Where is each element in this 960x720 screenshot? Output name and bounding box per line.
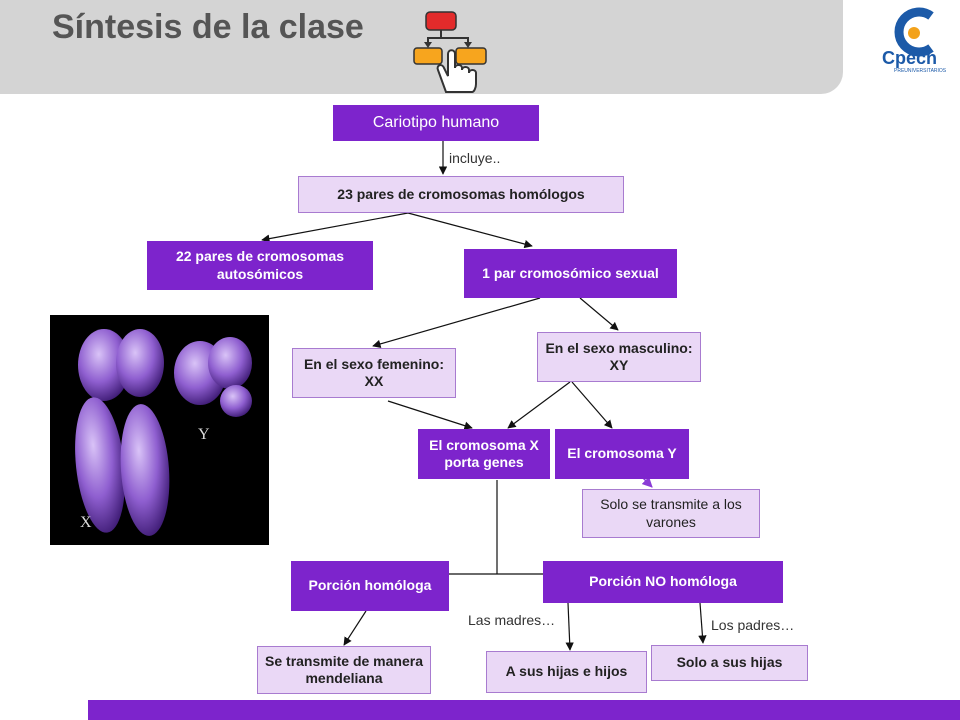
node-homologous: Porción homóloga <box>291 561 449 611</box>
footer-accent-bar <box>88 700 960 720</box>
edge-male-x <box>507 381 571 429</box>
node-23-pairs: 23 pares de cromosomas homólogos <box>298 176 624 213</box>
node-mothers-result: A sus hijas e hijos <box>486 651 647 693</box>
header-bar <box>0 0 843 94</box>
chromosome-photo: Y X <box>50 315 269 545</box>
node-male-xy: En el sexo masculino: XY <box>537 332 701 382</box>
edge-pairs-sexual <box>407 212 533 249</box>
node-cariotipo-humano: Cariotipo humano <box>333 105 539 141</box>
node-y-note: Solo se transmite a los varones <box>582 489 760 538</box>
edge-pairs-autosomal <box>261 212 409 243</box>
chromosome-illustration: Y X <box>75 329 252 536</box>
node-chromosome-y: El cromosoma Y <box>555 429 689 479</box>
edge-label-mothers: Las madres… <box>468 612 556 628</box>
node-sexual-pair: 1 par cromosómico sexual <box>464 249 677 298</box>
edge-sexual-male <box>579 297 619 331</box>
node-autosomal: 22 pares de cromosomas autosómicos <box>147 241 373 290</box>
edge-y-note <box>641 476 653 488</box>
logo-tagline-text: PREUNIVERSITARIOS <box>894 68 947 74</box>
cpech-logo: Cpech PREUNIVERSITARIOS <box>882 7 947 74</box>
edge-label-includes: incluye.. <box>449 150 501 166</box>
edge-homologous-mendelian <box>343 610 367 646</box>
label-y-chromosome: Y <box>198 426 210 443</box>
edge-male-y <box>571 381 613 429</box>
flowchart-hand-icon <box>413 11 487 93</box>
edge-sexual-female <box>372 297 541 348</box>
edge-label-fathers: Los padres… <box>711 617 795 633</box>
edge-female-x <box>387 400 473 430</box>
page-title: Síntesis de la clase <box>52 8 364 46</box>
node-female-xx: En el sexo femenino: XX <box>292 348 456 398</box>
node-non-homologous: Porción NO homóloga <box>543 561 783 603</box>
logo-brand-text: Cpech <box>882 48 937 68</box>
label-x-chromosome: X <box>80 514 92 531</box>
node-mendelian: Se transmite de manera mendeliana <box>257 646 431 694</box>
node-chromosome-x: El cromosoma X porta genes <box>418 429 550 479</box>
edge-nonhomologous-mothers <box>565 602 574 651</box>
edge-nonhomologous-fathers <box>698 602 707 644</box>
node-fathers-result: Solo a sus hijas <box>651 645 808 681</box>
